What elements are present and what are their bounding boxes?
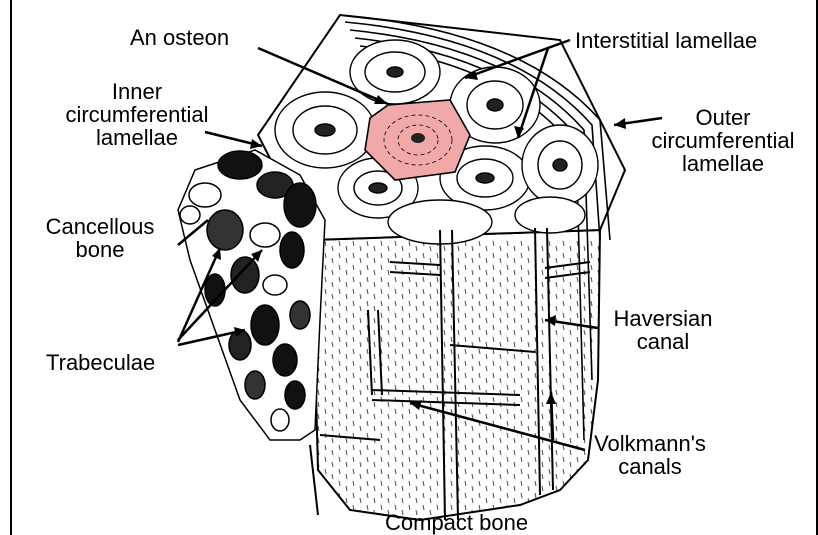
label-line: lamellae (632, 152, 814, 175)
label-line: Haversian (598, 307, 728, 330)
label-line: canal (598, 330, 728, 353)
label-line: canals (580, 455, 720, 478)
label-line: circumferential (632, 129, 814, 152)
label-outer-circumferential-lamellae: Outer circumferential lamellae (632, 106, 814, 175)
label-line: Volkmann's (580, 432, 720, 455)
label-osteon: An osteon (130, 26, 229, 49)
label-line: Outer (632, 106, 814, 129)
label-line: Inner (46, 80, 228, 103)
label-interstitial-lamellae: Interstitial lamellae (575, 29, 757, 52)
label-trabeculae: Trabeculae (46, 351, 155, 374)
label-line: lamellae (46, 126, 228, 149)
label-line: bone (30, 238, 170, 261)
label-haversian-canal: Haversian canal (598, 307, 728, 353)
label-cancellous-bone: Cancellous bone (30, 215, 170, 261)
label-line: circumferential (46, 103, 228, 126)
label-volkmanns-canals: Volkmann's canals (580, 432, 720, 478)
label-inner-circumferential-lamellae: Inner circumferential lamellae (46, 80, 228, 149)
label-line: Cancellous (30, 215, 170, 238)
label-compact-bone: Compact bone (385, 511, 528, 534)
